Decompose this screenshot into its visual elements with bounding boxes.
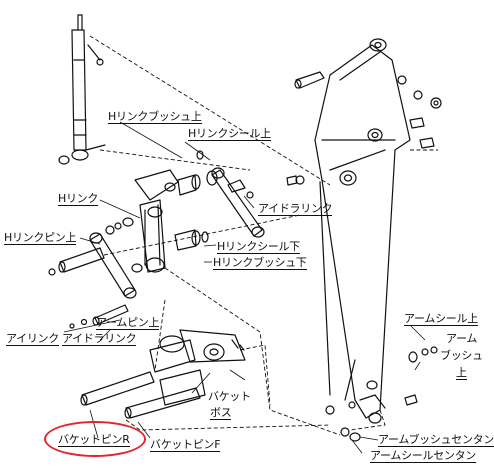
bucket-pin-f — [124, 387, 201, 419]
label-arm-bush-upper-line3: 上 — [456, 366, 467, 380]
label-bucket-pin-f: バケットピンF — [150, 438, 221, 452]
highlight-circle-bucket-pin-r — [44, 421, 146, 457]
arm-body — [314, 38, 411, 424]
bucket-bosses — [149, 329, 246, 406]
label-arm-seal-upper: アームシール上 — [404, 312, 478, 326]
label-arm-pin-upper: アームピン上 — [96, 316, 160, 330]
bucket-pin-r — [80, 371, 155, 406]
label-h-link-bush-upper: Hリンクブッシュ上 — [108, 110, 202, 124]
label-bucket-boss-line1: バケット — [208, 390, 251, 403]
label-idler-link-right: アイドラリンク — [258, 202, 333, 216]
top-pin-parts — [286, 71, 442, 186]
i-link — [89, 232, 143, 299]
label-bucket-boss-line2: ボス — [210, 406, 232, 420]
idler-link — [211, 167, 265, 238]
arm-bush-lower — [325, 346, 438, 442]
label-arm-seal-center: アームシールセンタン — [370, 449, 477, 463]
label-idler-link-left: アイドラリンク — [62, 332, 137, 346]
h-link-pin-upper — [48, 217, 134, 276]
label-h-link-pin-upper: Hリンクピン上 — [4, 231, 77, 245]
leader-lines — [63, 121, 426, 454]
h-link-assembly — [134, 150, 218, 273]
dashed-guide-lines — [89, 35, 438, 436]
label-arm-bush-upper-line1: アーム — [446, 332, 478, 345]
label-arm-bush-center: アームブッシュセンタン — [378, 433, 494, 447]
label-h-link-bush-lower: Hリンクブッシュ下 — [213, 256, 307, 270]
label-h-link-seal-upper: Hリンクシール上 — [188, 127, 271, 141]
label-h-link-seal-lower: Hリンクシール下 — [217, 240, 300, 254]
label-arm-bush-upper-line2: ブッシュ — [440, 349, 483, 362]
vertical-cylinder — [58, 14, 106, 165]
label-h-link: Hリンク — [58, 192, 99, 206]
label-i-link: アイリンク — [6, 332, 59, 346]
